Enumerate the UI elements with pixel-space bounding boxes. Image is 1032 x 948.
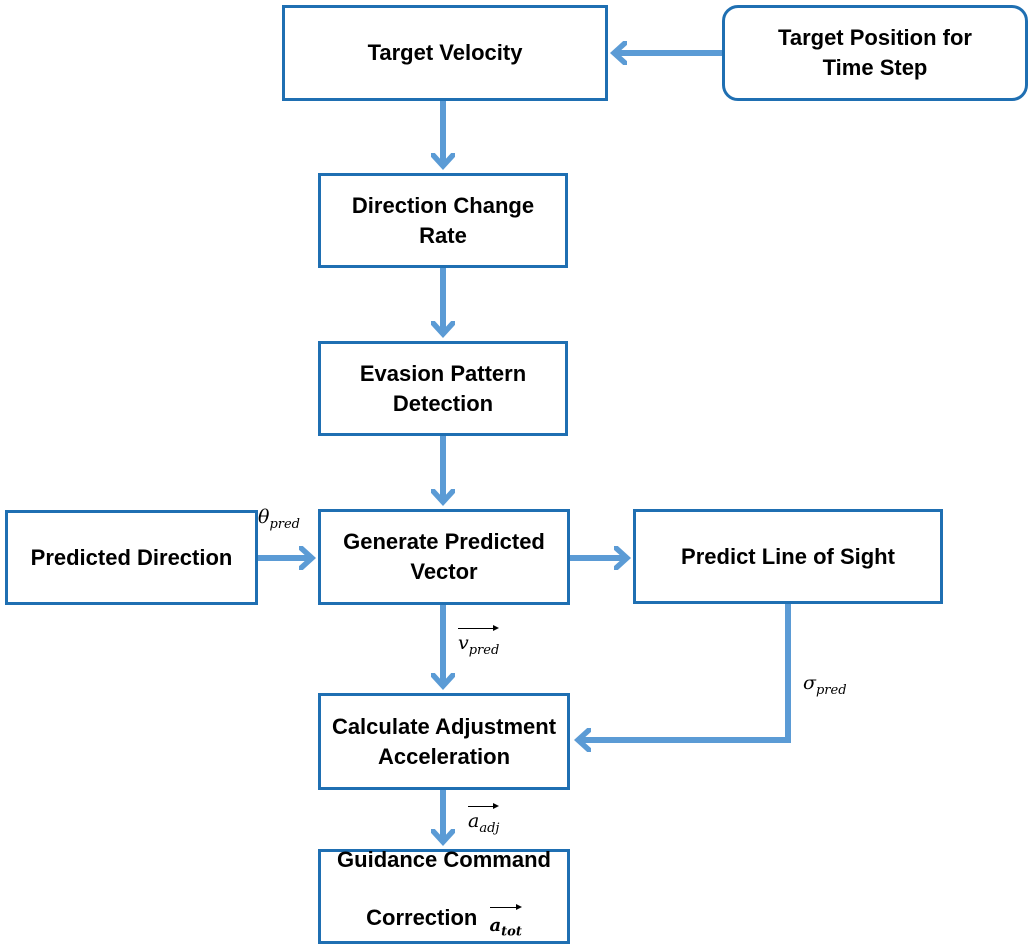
- predict-los-box: Predict Line of Sight: [633, 509, 943, 604]
- guidance-correction-text: Guidance Command Correction atot: [337, 845, 551, 948]
- direction-change-rate-box: Direction Change Rate: [318, 173, 568, 268]
- sigma-sub: pred: [815, 682, 847, 698]
- v-sub: pred: [468, 642, 500, 658]
- predicted-direction-box: Predicted Direction: [5, 510, 258, 605]
- guidance-correction-box: Guidance Command Correction atot: [318, 847, 570, 944]
- predict-los-label: Predict Line of Sight: [681, 543, 895, 569]
- a-tot-sub: tot: [501, 924, 522, 940]
- target-position-label: Target Position for Time Step: [778, 25, 972, 80]
- target-position-box: Target Position for Time Step: [722, 5, 1028, 101]
- a-adj-label: aadj: [468, 803, 500, 836]
- theta-sub: pred: [269, 516, 301, 532]
- arrow-los-to-adjustment: [578, 604, 791, 740]
- direction-change-rate-label: Direction Change Rate: [351, 192, 535, 248]
- calc-adjustment-label: Calculate Adjustment Acceleration: [331, 713, 557, 769]
- target-velocity-box: Target Velocity: [282, 5, 608, 101]
- guidance-correction-label: Guidance Command Correction: [337, 847, 551, 931]
- evasion-pattern-label: Evasion Pattern Detection: [359, 360, 527, 416]
- a-tot-label: atot: [489, 875, 523, 948]
- sigma-base: σ: [803, 672, 816, 694]
- sigma-pred-label: σpred: [803, 672, 847, 698]
- v-pred-vector: vpred: [458, 625, 500, 658]
- target-velocity-label: Target Velocity: [367, 40, 523, 65]
- v-base: v: [458, 632, 469, 654]
- v-pred-label: vpred: [458, 625, 500, 658]
- generate-vector-box: Generate Predicted Vector: [318, 509, 570, 605]
- evasion-pattern-box: Evasion Pattern Detection: [318, 341, 568, 436]
- theta-base: θ: [258, 506, 270, 528]
- predicted-direction-label: Predicted Direction: [30, 544, 233, 570]
- generate-vector-label: Generate Predicted Vector: [343, 529, 545, 584]
- calc-adjustment-box: Calculate Adjustment Acceleration: [318, 693, 570, 790]
- a-tot-vector: atot: [489, 904, 523, 948]
- theta-pred-label: θpred: [258, 506, 300, 532]
- a-tot-base: a: [489, 915, 502, 937]
- a-adj-vector: aadj: [468, 803, 500, 836]
- a-adj-base: a: [468, 810, 480, 832]
- a-adj-sub: adj: [479, 820, 500, 836]
